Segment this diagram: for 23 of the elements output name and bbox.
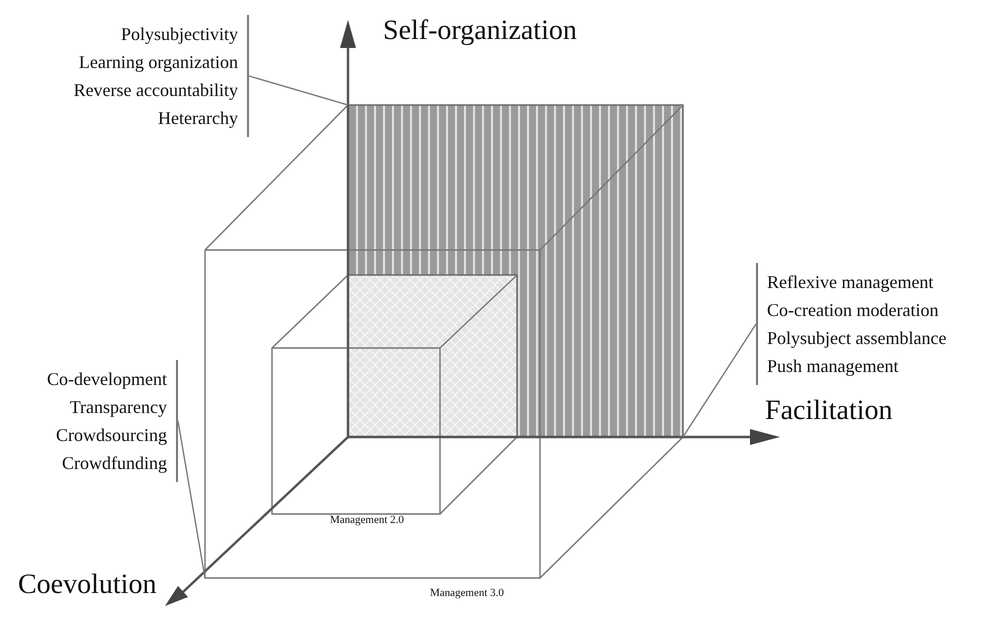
term-list: [47, 360, 178, 482]
axis-label: Coevolution: [18, 570, 156, 601]
leader-line: [248, 75, 348, 106]
axis-label: Self-organization: [383, 16, 577, 47]
list-item: Transparency: [70, 396, 167, 419]
cube-label: Management 2.0: [330, 514, 404, 526]
list-item: Polysubject assemblance: [767, 327, 946, 350]
list-item: Co-development: [47, 368, 167, 391]
list-item: Reflexive management: [767, 271, 934, 294]
leader-line: [682, 324, 757, 438]
list-item: Push management: [767, 355, 898, 378]
axis-label: Facilitation: [765, 396, 893, 427]
list-item: Learning organization: [78, 51, 238, 74]
term-list: [756, 263, 946, 385]
cube-label: Management 3.0: [430, 587, 504, 600]
list-item: Polysubjectivity: [121, 23, 238, 46]
leader-line: [177, 420, 206, 578]
list-item: Co-creation moderation: [767, 299, 938, 322]
list-item: Crowdsourcing: [56, 424, 167, 447]
list-item: Heterarchy: [158, 107, 238, 130]
list-item: Crowdfunding: [62, 452, 167, 475]
term-list: [74, 15, 249, 137]
list-item: Reverse accountability: [74, 79, 238, 102]
